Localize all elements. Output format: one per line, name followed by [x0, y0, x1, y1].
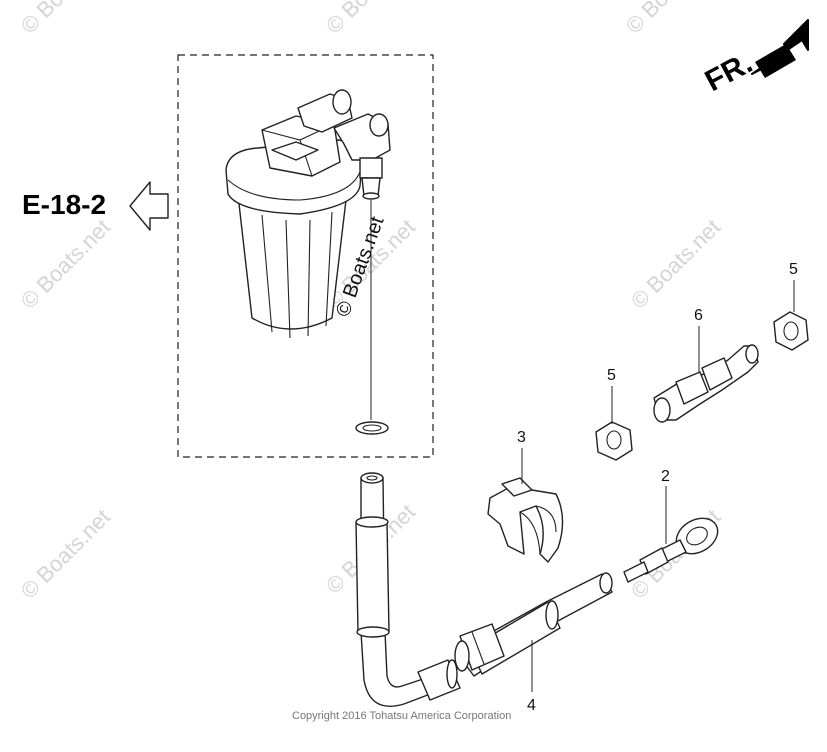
front-label: FR.	[700, 46, 758, 98]
watermark: © Boats.net	[321, 0, 420, 39]
callout-labels: 2 3 4 5 5 6	[517, 261, 798, 714]
nut-upper	[773, 311, 809, 351]
fuel-pipe	[454, 572, 613, 677]
callout-3: 3	[517, 429, 526, 446]
watermark: © Boats.net	[626, 214, 725, 313]
pipe-clamp	[487, 477, 564, 563]
watermark: © Boats.net	[16, 504, 115, 603]
watermark: © Boats.net	[621, 0, 720, 39]
front-arrow-shaft	[755, 44, 796, 78]
nut-lower	[595, 421, 633, 461]
callout-5-upper: 5	[789, 261, 798, 278]
fuel-hose	[355, 472, 461, 707]
fuel-filter	[225, 89, 391, 339]
callout-2: 2	[661, 468, 670, 485]
assembly-dashed-box	[177, 54, 434, 458]
reference-label: E-18-2	[22, 189, 106, 220]
callout-4: 4	[527, 697, 536, 714]
watermark: © Boats.net	[16, 0, 115, 39]
callout-6: 6	[694, 307, 703, 324]
watermark: © Boats.net	[16, 214, 115, 313]
ring-terminal	[623, 517, 719, 583]
hose-joint	[653, 344, 759, 423]
copyright-text: Copyright 2016 Tohatsu America Corporati…	[292, 710, 511, 722]
callout-5-lower: 5	[607, 367, 616, 384]
hose-clip-ring	[355, 421, 389, 435]
reference-arrow-icon	[129, 181, 169, 231]
